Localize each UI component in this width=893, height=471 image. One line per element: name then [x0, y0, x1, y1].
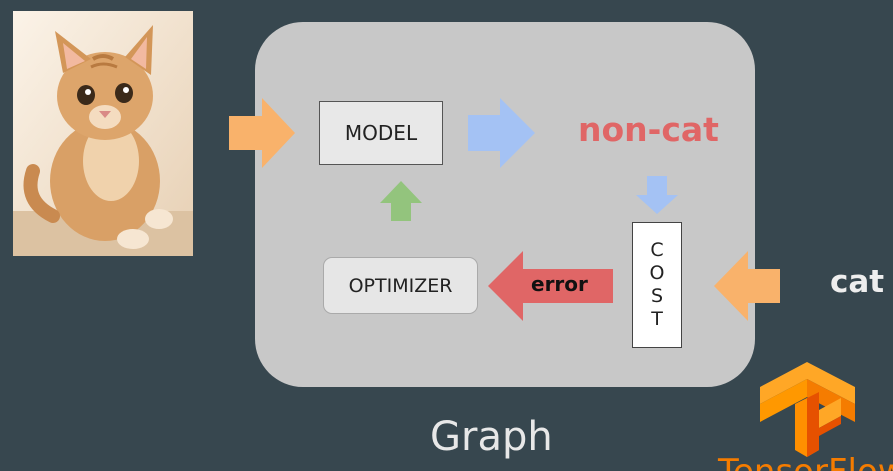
cost-letter: C	[650, 239, 664, 261]
optimizer-label: OPTIMIZER	[348, 274, 453, 297]
error-label: error	[531, 272, 588, 296]
target-arrow-icon	[714, 251, 780, 321]
model-label: MODEL	[344, 121, 418, 145]
error-arrow-icon	[488, 251, 613, 321]
tensorflow-logo-text: TensorFlow	[718, 452, 893, 471]
tensorflow-logo-icon	[760, 362, 855, 457]
cost-letter: S	[650, 285, 664, 307]
prediction-label: non-cat	[578, 110, 719, 149]
optimizer-box: OPTIMIZER	[323, 257, 478, 314]
down-arrow-icon	[636, 176, 678, 214]
cost-letter: O	[649, 262, 665, 284]
cost-box: C O S T	[632, 222, 682, 348]
target-label: cat	[830, 264, 885, 300]
output-arrow-icon	[468, 98, 535, 168]
update-arrow-icon	[380, 181, 422, 221]
cost-letter: T	[651, 308, 663, 330]
input-arrow-icon	[229, 98, 295, 168]
model-box: MODEL	[319, 101, 443, 165]
kitten-photo	[13, 11, 193, 256]
graph-title: Graph	[430, 414, 553, 460]
